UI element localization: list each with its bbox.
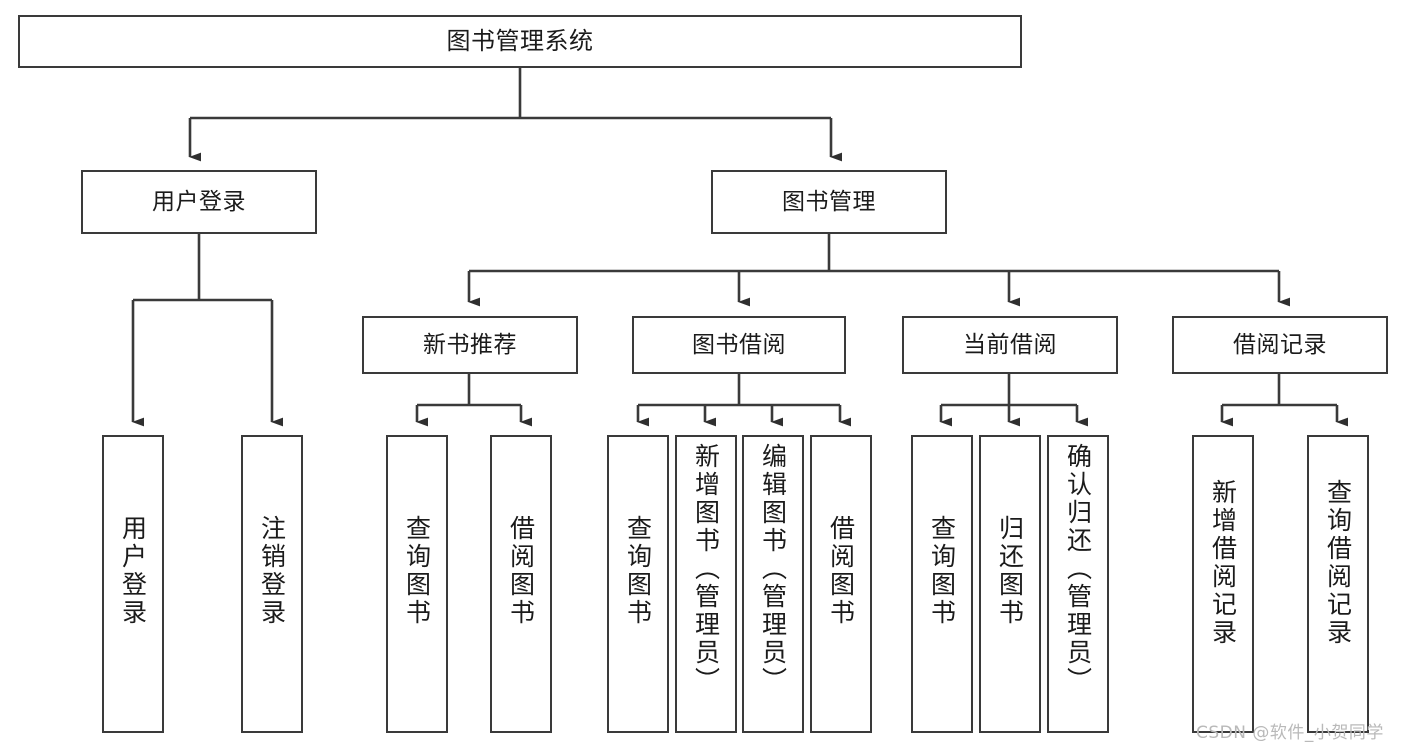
leaf-borrow-book-recommend[interactable]: 借阅图书	[490, 435, 552, 733]
node-new-book-recommend[interactable]: 新书推荐	[362, 316, 578, 374]
leaf-query-book-borrow[interactable]: 查询图书	[607, 435, 669, 733]
leaf-borrow-book-borrow[interactable]: 借阅图书	[810, 435, 872, 733]
node-label: 新增图书（管理员）	[691, 443, 721, 695]
node-label: 查询图书	[623, 515, 653, 627]
node-label: 查询图书	[402, 515, 432, 627]
node-label: 查询图书	[927, 515, 957, 627]
node-label: 注销登录	[257, 515, 287, 627]
node-label: 图书管理	[782, 188, 876, 215]
leaf-confirm-return-admin[interactable]: 确认归还（管理员）	[1047, 435, 1109, 733]
node-label: 确认归还（管理员）	[1063, 443, 1093, 695]
node-label: 编辑图书（管理员）	[758, 443, 788, 695]
node-label: 图书借阅	[692, 331, 786, 358]
node-label: 借阅图书	[826, 515, 856, 627]
leaf-user-login[interactable]: 用户登录	[102, 435, 164, 733]
leaf-logout-login[interactable]: 注销登录	[241, 435, 303, 733]
node-label: 当前借阅	[963, 331, 1057, 358]
node-borrow-record[interactable]: 借阅记录	[1172, 316, 1388, 374]
leaf-query-book-recommend[interactable]: 查询图书	[386, 435, 448, 733]
leaf-add-book-admin[interactable]: 新增图书（管理员）	[675, 435, 737, 733]
leaf-add-borrow-record[interactable]: 新增借阅记录	[1192, 435, 1254, 733]
leaf-query-borrow-record[interactable]: 查询借阅记录	[1307, 435, 1369, 733]
node-book-borrow[interactable]: 图书借阅	[632, 316, 846, 374]
leaf-query-book-current[interactable]: 查询图书	[911, 435, 973, 733]
node-label: 新增借阅记录	[1208, 479, 1238, 647]
node-book-management[interactable]: 图书管理	[711, 170, 947, 234]
node-label: 归还图书	[995, 515, 1025, 627]
node-label: 用户登录	[118, 515, 148, 627]
node-label: 新书推荐	[423, 331, 517, 358]
node-current-borrow[interactable]: 当前借阅	[902, 316, 1118, 374]
csdn-watermark: CSDN @软件_小贺同学	[1196, 723, 1384, 743]
node-label: 借阅记录	[1233, 331, 1327, 358]
leaf-edit-book-admin[interactable]: 编辑图书（管理员）	[742, 435, 804, 733]
node-label: 查询借阅记录	[1323, 479, 1353, 647]
node-label: 图书管理系统	[446, 26, 594, 55]
node-user-login[interactable]: 用户登录	[81, 170, 317, 234]
leaf-return-book[interactable]: 归还图书	[979, 435, 1041, 733]
node-label: 借阅图书	[506, 515, 536, 627]
node-label: 用户登录	[152, 188, 246, 215]
node-root-book-management-system[interactable]: 图书管理系统	[18, 15, 1022, 68]
